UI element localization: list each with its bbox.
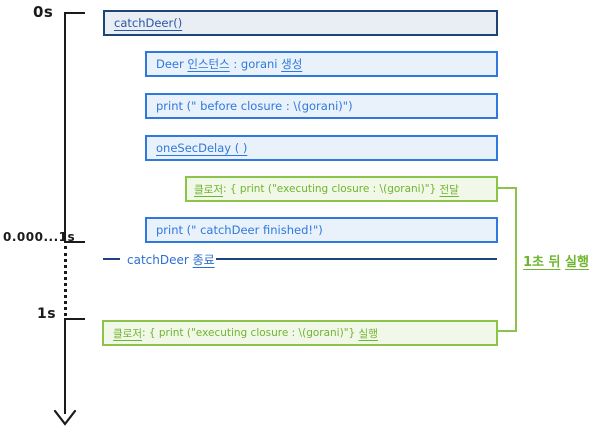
print-before-label: print (" before closure : \(gorani)")	[156, 99, 353, 113]
connector-vertical-segment	[515, 187, 517, 332]
connector-top-segment	[498, 187, 517, 189]
catchdeer-end-text: catchDeer	[127, 253, 193, 267]
closure-exec-underline-1: 클로저	[113, 327, 142, 340]
deer-instance-underline-1: 인스턴스	[187, 57, 230, 71]
deer-instance-underline-2: 생성	[281, 57, 303, 71]
timeline-tick-0s	[64, 12, 85, 14]
catchdeer-end-label: catchDeer 종료	[127, 251, 215, 268]
time-label-0-000-1s: 0.000...1s	[3, 230, 76, 244]
print-finished-label: print (" catchDeer finished!")	[156, 223, 323, 237]
box-deer-instance: Deer 인스턴스 : gorani 생성	[145, 51, 498, 77]
closure-pass-underline-1: 클로저	[194, 183, 223, 196]
box-print-finished: print (" catchDeer finished!")	[145, 217, 498, 243]
deer-instance-text-2: : gorani	[229, 57, 282, 71]
timeline-solid-segment-bottom	[64, 320, 66, 414]
one-sec-delay-label: oneSecDelay ( )	[156, 141, 248, 155]
box-print-before-closure: print (" before closure : \(gorani)")	[145, 93, 498, 119]
delay-note-label: 1초 뒤 실행	[523, 251, 589, 270]
time-label-1s: 1s	[37, 306, 57, 322]
deer-instance-text-1: Deer	[156, 57, 188, 71]
box-catchdeer-call: catchDeer()	[103, 10, 498, 36]
timeline-solid-segment-top	[64, 12, 66, 243]
closure-pass-underline-2: 전달	[439, 183, 459, 196]
catchdeer-end-underline: 종료	[192, 253, 215, 267]
arrow-down-icon	[53, 409, 77, 426]
catchdeer-end-rule	[216, 258, 497, 260]
delay-note-underline-2: 실행	[565, 255, 589, 270]
catchdeer-call-label: catchDeer()	[114, 16, 183, 30]
delay-note-underline-1: 1초 뒤	[523, 255, 561, 270]
box-one-sec-delay: oneSecDelay ( )	[145, 135, 498, 161]
closure-pass-text: : { print ("executing closure : \(gorani…	[222, 183, 440, 195]
box-closure-exec: 클로저: { print ("executing closure : \(gor…	[102, 320, 498, 346]
box-closure-pass: 클로저: { print ("executing closure : \(gor…	[185, 176, 498, 202]
closure-exec-text: : { print ("executing closure : \(gorani…	[141, 327, 359, 339]
connector-bottom-segment	[498, 330, 517, 332]
timeline-dotted-segment	[64, 246, 67, 316]
timeline-tick-1s	[64, 318, 85, 320]
time-label-0s: 0s	[33, 3, 54, 21]
closure-exec-underline-2: 실행	[358, 327, 378, 340]
catchdeer-end-dash	[103, 258, 120, 260]
timeline-tick-0-000-1s	[64, 241, 85, 243]
